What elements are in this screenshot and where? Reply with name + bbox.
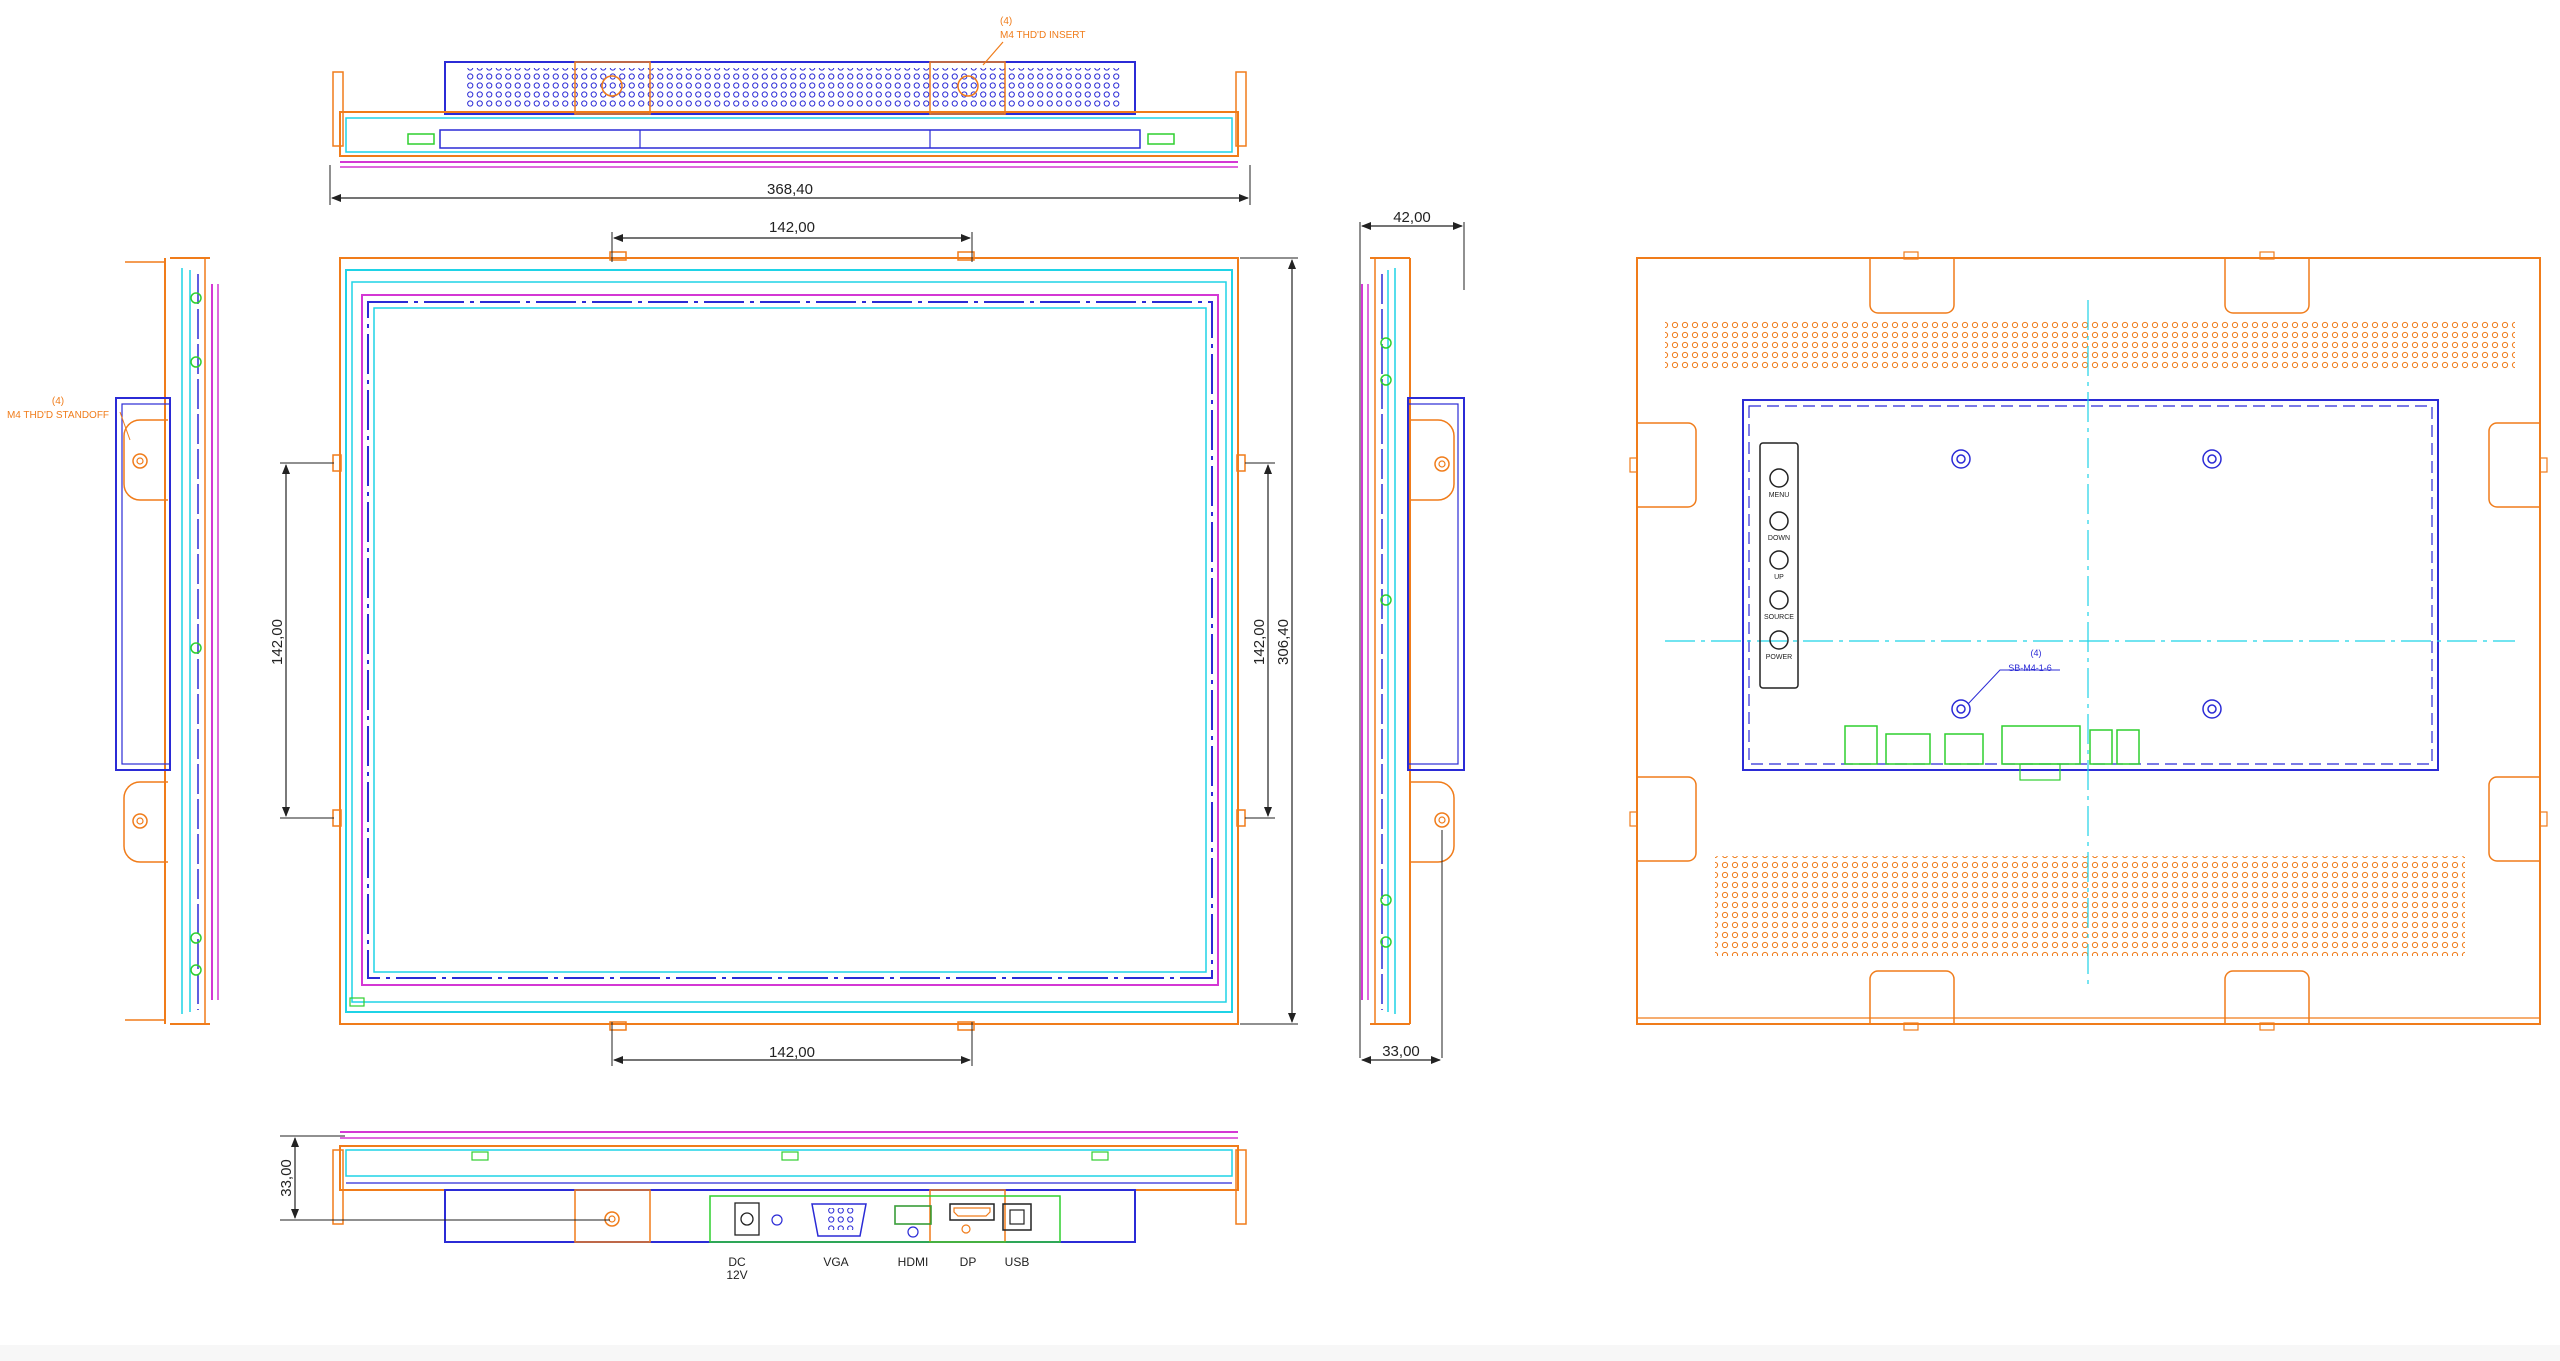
osd-label-up: UP <box>1774 574 1784 581</box>
dim-depth-bottom: 33,00 <box>278 1159 295 1197</box>
screw-spec-label: SB-M4-1-6 <box>2008 663 2052 673</box>
osd-label-menu: MENU <box>1769 492 1790 499</box>
insert-spec-label: M4 THD'D INSERT <box>1000 30 1085 41</box>
standoff-qty-label: (4) <box>52 396 64 407</box>
dim-mount-left: 142,00 <box>269 619 286 665</box>
right-side-view: 42,00 33,00 <box>1359 209 1465 1064</box>
osd-button-power: POWER <box>1766 630 1792 661</box>
front-view: 142,00 142,00 142,00 142,00 306,40 <box>269 219 1298 1066</box>
port-label-hdmi: HDMI <box>898 1255 929 1269</box>
dim-mount-bottom: 142,00 <box>769 1044 815 1061</box>
bottom-view: 33,00 DC 12V VGA HDMI DP USB <box>278 1131 1247 1282</box>
osd-button-down: DOWN <box>1768 511 1790 542</box>
left-side-view: (4) M4 THD'D STANDOFF <box>7 257 219 1025</box>
insert-qty-label: (4) <box>1000 16 1012 27</box>
top-view: (4) M4 THD'D INSERT 368,40 <box>329 16 1251 205</box>
screw-qty-label: (4) <box>2031 648 2042 658</box>
dim-width-total: 368,40 <box>767 181 813 198</box>
osd-label-power: POWER <box>1766 654 1792 661</box>
osd-button-source: SOURCE <box>1764 590 1794 621</box>
port-label-vga: VGA <box>823 1255 848 1269</box>
dim-depth-side: 33,00 <box>1382 1043 1420 1060</box>
osd-button-menu: MENU <box>1769 468 1790 499</box>
rear-view: (4) SB-M4-1-6 MENU DOWN UP SOURCE POWER <box>1629 251 2548 1031</box>
standoff-spec-label: M4 THD'D STANDOFF <box>7 410 109 421</box>
osd-label-source: SOURCE <box>1764 614 1794 621</box>
osd-label-down: DOWN <box>1768 535 1790 542</box>
osd-keypad <box>1759 442 1799 689</box>
osd-button-up: UP <box>1769 550 1789 581</box>
dim-height-total: 306,40 <box>1275 619 1292 665</box>
port-label-dp: DP <box>960 1255 977 1269</box>
port-label-dc: DC <box>728 1255 746 1269</box>
port-label-dc-voltage: 12V <box>726 1268 747 1282</box>
dim-mount-right: 142,00 <box>1251 619 1268 665</box>
page-footer-band <box>0 1345 2560 1361</box>
dim-mount-top: 142,00 <box>769 219 815 236</box>
dim-depth-total: 42,00 <box>1393 209 1431 226</box>
port-label-usb: USB <box>1005 1255 1030 1269</box>
